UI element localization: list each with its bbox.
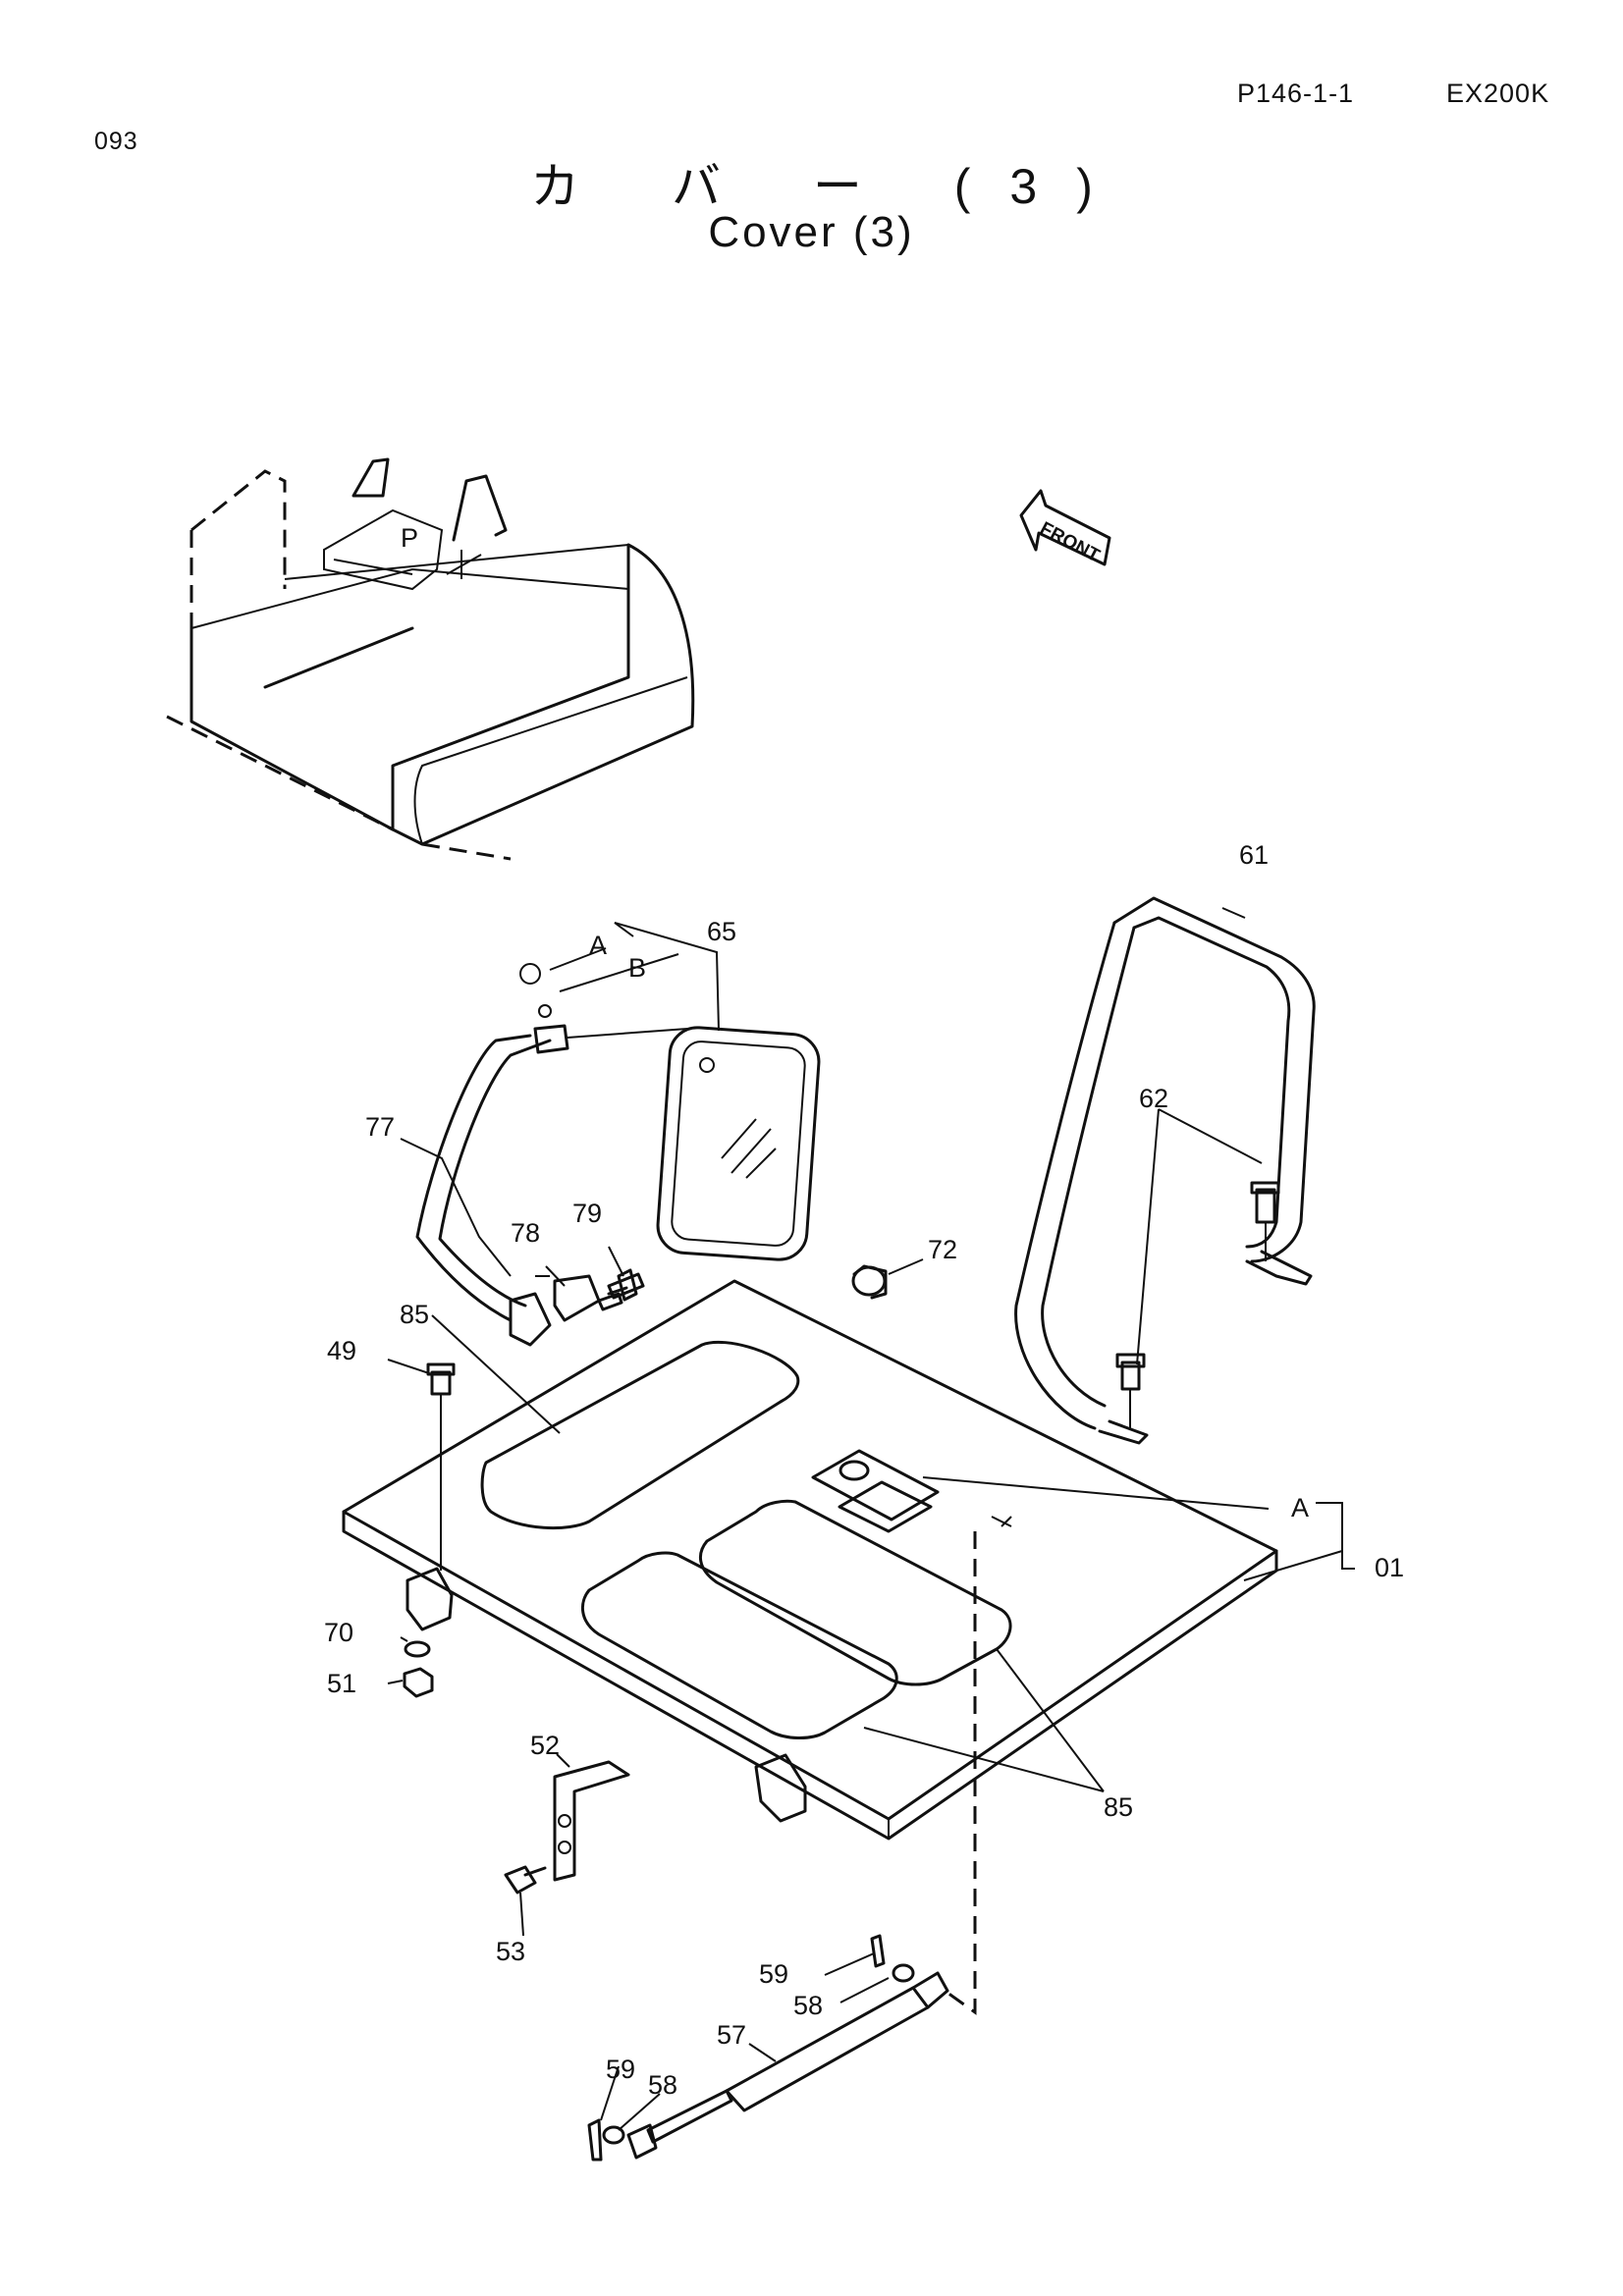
callout-58a: 58 bbox=[793, 1991, 823, 2020]
callout-59b: 59 bbox=[606, 2055, 635, 2084]
callout-72: 72 bbox=[928, 1235, 957, 1264]
bracket-52 bbox=[553, 1760, 630, 1882]
callout-53: 53 bbox=[496, 1937, 525, 1966]
reference-code: P146-1-1 bbox=[1237, 79, 1355, 108]
callout-49: 49 bbox=[327, 1336, 356, 1365]
callout-A-mirror: A bbox=[589, 931, 607, 960]
bolt-49 bbox=[426, 1362, 456, 1571]
machine-overview-sketch: P bbox=[166, 457, 695, 861]
callout-A-cover: A bbox=[1291, 1493, 1309, 1522]
callout-61: 61 bbox=[1239, 840, 1269, 870]
callout-85a: 85 bbox=[400, 1300, 429, 1329]
callout-85b: 85 bbox=[1104, 1792, 1133, 1822]
callout-52: 52 bbox=[530, 1731, 560, 1760]
svg-text:P: P bbox=[401, 523, 418, 553]
mirror-stay bbox=[415, 963, 688, 1347]
callout-77: 77 bbox=[365, 1112, 395, 1142]
pin-mark bbox=[991, 1516, 1012, 1527]
callout-B: B bbox=[628, 953, 646, 983]
callout-70: 70 bbox=[324, 1618, 353, 1647]
front-direction-arrow: FRONT bbox=[1019, 489, 1111, 566]
rubber-stopper bbox=[851, 1264, 888, 1300]
title-japanese: カ バ ー (3) bbox=[530, 159, 1132, 214]
callout-62: 62 bbox=[1139, 1084, 1168, 1113]
handrail bbox=[1014, 896, 1316, 1445]
callout-65: 65 bbox=[707, 917, 736, 946]
page-number: 093 bbox=[94, 128, 138, 155]
nut-51 bbox=[403, 1667, 434, 1698]
model-code: EX200K bbox=[1446, 79, 1550, 108]
callout-78: 78 bbox=[511, 1218, 540, 1248]
callout-01: 01 bbox=[1375, 1553, 1404, 1582]
gas-spring bbox=[535, 1275, 949, 2162]
front-label: FRONT bbox=[1037, 518, 1104, 566]
callout-58b: 58 bbox=[648, 2070, 677, 2100]
cover-plate bbox=[342, 1279, 1278, 1841]
washer-70 bbox=[404, 1640, 431, 1658]
mirror-glass bbox=[656, 1026, 821, 1261]
title-english: Cover (3) bbox=[708, 208, 915, 256]
callout-59a: 59 bbox=[759, 1959, 788, 1989]
callout-51: 51 bbox=[327, 1669, 356, 1698]
callout-79: 79 bbox=[572, 1199, 602, 1228]
callout-57: 57 bbox=[717, 2020, 746, 2050]
bolt-79 bbox=[597, 1286, 628, 1311]
bolt-53 bbox=[504, 1865, 547, 1895]
leader-lines bbox=[387, 907, 1355, 2131]
